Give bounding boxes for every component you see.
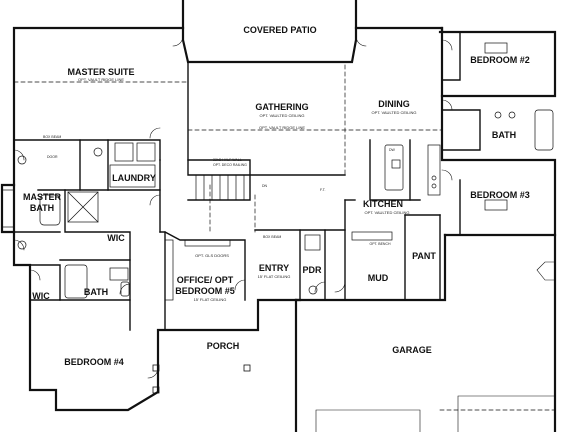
room-dining: DINING <box>378 99 410 109</box>
room-wic-master: WIC <box>107 233 125 243</box>
dining-note: OPT. VAULTED CEILING <box>371 110 417 115</box>
room-gathering: GATHERING <box>255 102 309 112</box>
gathering-note: OPT. VAULTED CEILING <box>259 113 305 118</box>
dw-note: DW <box>389 148 395 152</box>
opt-bench-note: OPT. BENCH <box>369 242 391 246</box>
room-entry: ENTRY <box>258 263 290 273</box>
room-mud: MUD <box>367 273 389 283</box>
room-master-bath-2: BATH <box>29 203 55 213</box>
box-beam-note: BOX BEAM <box>43 135 62 139</box>
room-wic-bed4: WIC <box>32 291 50 301</box>
door-note: DOOR <box>47 155 58 159</box>
kitchen-note: OPT. VAULTED CEILING <box>364 210 410 215</box>
fixtures <box>1 42 554 301</box>
room-master-suite: MASTER SUITE <box>67 67 135 77</box>
master-suite-note: OPT. VAULT RIDGE LINE <box>77 77 125 82</box>
stair <box>195 174 245 201</box>
half-wall-note-2: OPT. DECO RAILING <box>213 163 247 167</box>
room-pdr: PDR <box>302 265 322 275</box>
room-office-2: BEDROOM #5 <box>175 286 235 296</box>
room-office-1: OFFICE/ OPT <box>176 275 234 285</box>
room-covered-patio: COVERED PATIO <box>243 25 317 35</box>
ft-note: F.T. <box>320 188 326 192</box>
porch-posts <box>152 364 251 394</box>
room-porch: PORCH <box>206 341 240 351</box>
room-master-bath-1: MASTER <box>23 192 61 202</box>
room-bath-bed4: BATH <box>83 287 109 297</box>
box-beam-note-2: BOX BEAM <box>263 235 282 239</box>
room-bedroom-2: BEDROOM #2 <box>470 55 530 65</box>
room-bedroom-3: BEDROOM #3 <box>470 190 530 200</box>
half-wall-note: 32hD HALF WALL <box>213 158 242 162</box>
room-bath-right: BATH <box>491 130 517 140</box>
office-note: 15' FLAT CEILING <box>193 297 227 302</box>
entry-note: 15' FLAT CEILING <box>257 274 291 279</box>
room-laundry: LAUNDRY <box>112 173 156 183</box>
gathering-note-2: OPT. VAULT RIDGE LINE <box>258 125 306 130</box>
room-bedroom-4: BEDROOM #4 <box>64 357 124 367</box>
dn-note: DN <box>262 184 268 188</box>
interior-walls <box>13 31 481 331</box>
room-pant: PANT <box>412 251 436 261</box>
vault-lines <box>13 64 556 411</box>
room-garage: GARAGE <box>392 345 432 355</box>
office-doors-note: OPT. GLS DOORS <box>195 253 229 258</box>
room-kitchen: KITCHEN <box>363 199 403 209</box>
